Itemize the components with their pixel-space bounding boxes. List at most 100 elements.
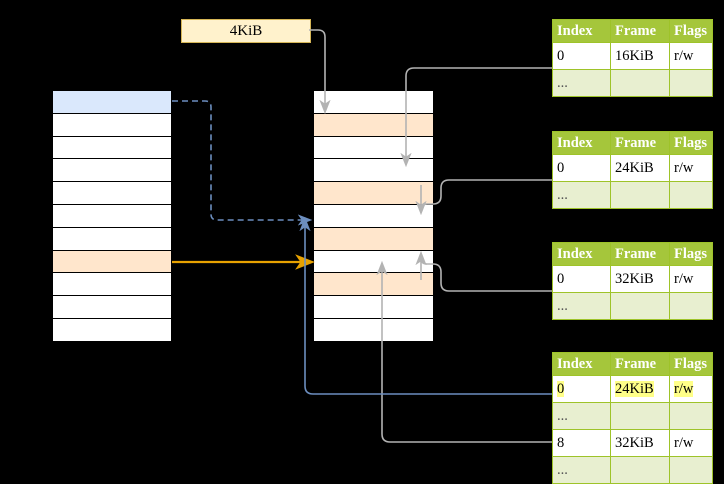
virtual-page-cell-10 xyxy=(52,317,172,342)
column-header-frame: Frame xyxy=(610,19,670,43)
cell-index: ... xyxy=(552,402,611,430)
physical-memory-table xyxy=(313,90,434,342)
cell-flags xyxy=(669,181,713,209)
virtual-page-cell-7 xyxy=(52,249,172,274)
page-table-row: ... xyxy=(552,456,713,484)
virtual-page-cell-2 xyxy=(52,135,172,160)
virtual-page-row xyxy=(52,135,172,160)
physical-frame-row xyxy=(313,272,434,297)
virtual-page-row xyxy=(52,272,172,297)
cell-index: 0 xyxy=(552,375,611,403)
physical-frame-cell-4 xyxy=(313,181,434,205)
physical-frame-cell-3 xyxy=(313,158,434,183)
cell-flags xyxy=(669,402,713,430)
column-header-frame: Frame xyxy=(610,131,670,155)
virtual-page-cell-5 xyxy=(52,203,172,228)
cell-frame: 32KiB xyxy=(610,429,670,457)
column-header-index: Index xyxy=(552,352,611,376)
cell-index: ... xyxy=(552,292,611,320)
physical-frame-row xyxy=(313,90,434,114)
physical-frame-row xyxy=(313,158,434,183)
virtual-page-cell-8 xyxy=(52,272,172,297)
cell-index: ... xyxy=(552,69,611,97)
virtual-page-row xyxy=(52,226,172,251)
column-header-flags: Flags xyxy=(669,131,713,155)
physical-frame-cell-9 xyxy=(313,295,434,319)
cell-flags: r/w xyxy=(669,42,713,70)
virtual-page-cell-9 xyxy=(52,295,172,319)
virtual-page-cell-6 xyxy=(52,226,172,251)
cell-index: 0 xyxy=(552,154,611,182)
page-table-row: ... xyxy=(552,292,713,320)
cell-frame xyxy=(610,181,670,209)
virtual-page-cell-1 xyxy=(52,112,172,137)
column-header-index: Index xyxy=(552,19,611,43)
physical-frame-cell-5 xyxy=(313,203,434,228)
cell-frame xyxy=(610,69,670,97)
physical-frame-row xyxy=(313,317,434,342)
connector-left-row0-to-middle xyxy=(172,100,313,226)
virtual-address-space-table xyxy=(52,90,172,342)
cell-index: 8 xyxy=(552,429,611,457)
physical-frame-cell-0 xyxy=(313,90,434,114)
physical-frame-row xyxy=(313,295,434,319)
virtual-page-cell-4 xyxy=(52,181,172,205)
page-table-row: ... xyxy=(552,402,713,430)
virtual-page-row xyxy=(52,112,172,137)
cell-frame: 16KiB xyxy=(610,42,670,70)
virtual-page-cell-3 xyxy=(52,158,172,183)
virtual-page-row xyxy=(52,181,172,205)
column-header-frame: Frame xyxy=(610,242,670,266)
column-header-index: Index xyxy=(552,242,611,266)
physical-frame-cell-6 xyxy=(313,226,434,251)
column-header-index: Index xyxy=(552,131,611,155)
cell-frame: 24KiB xyxy=(610,154,670,182)
cell-flags xyxy=(669,292,713,320)
column-header-flags: Flags xyxy=(669,242,713,266)
cell-flags: r/w xyxy=(669,265,713,293)
physical-frame-cell-8 xyxy=(313,272,434,297)
cell-index: ... xyxy=(552,181,611,209)
cell-frame xyxy=(610,292,670,320)
connector-ptbl3-to-middle-row8 xyxy=(415,250,552,292)
virtual-page-row xyxy=(52,317,172,342)
physical-frame-row xyxy=(313,249,434,274)
cell-frame xyxy=(610,456,670,484)
cell-flags xyxy=(669,456,713,484)
virtual-page-row xyxy=(52,158,172,183)
cell-index: ... xyxy=(552,456,611,484)
cell-flags: r/w xyxy=(669,375,713,403)
cell-flags xyxy=(669,69,713,97)
column-header-frame: Frame xyxy=(610,352,670,376)
physical-frame-cell-2 xyxy=(313,135,434,160)
virtual-page-cell-0 xyxy=(52,90,172,114)
connector-ptbl2-to-middle-row6 xyxy=(415,179,552,216)
virtual-page-row xyxy=(52,249,172,274)
cell-index: 0 xyxy=(552,42,611,70)
physical-frame-row xyxy=(313,203,434,228)
page-size-label: 4KiB xyxy=(181,19,311,43)
physical-frame-cell-1 xyxy=(313,112,434,137)
highlighted-value: r/w xyxy=(674,381,694,397)
virtual-page-row xyxy=(52,90,172,114)
virtual-page-row xyxy=(52,203,172,228)
page-table-row: ... xyxy=(552,69,713,97)
highlighted-value: 24KiB xyxy=(615,381,654,397)
physical-frame-cell-10 xyxy=(313,317,434,342)
physical-frame-cell-7 xyxy=(313,249,434,274)
cell-index: 0 xyxy=(552,265,611,293)
virtual-page-row xyxy=(52,295,172,319)
